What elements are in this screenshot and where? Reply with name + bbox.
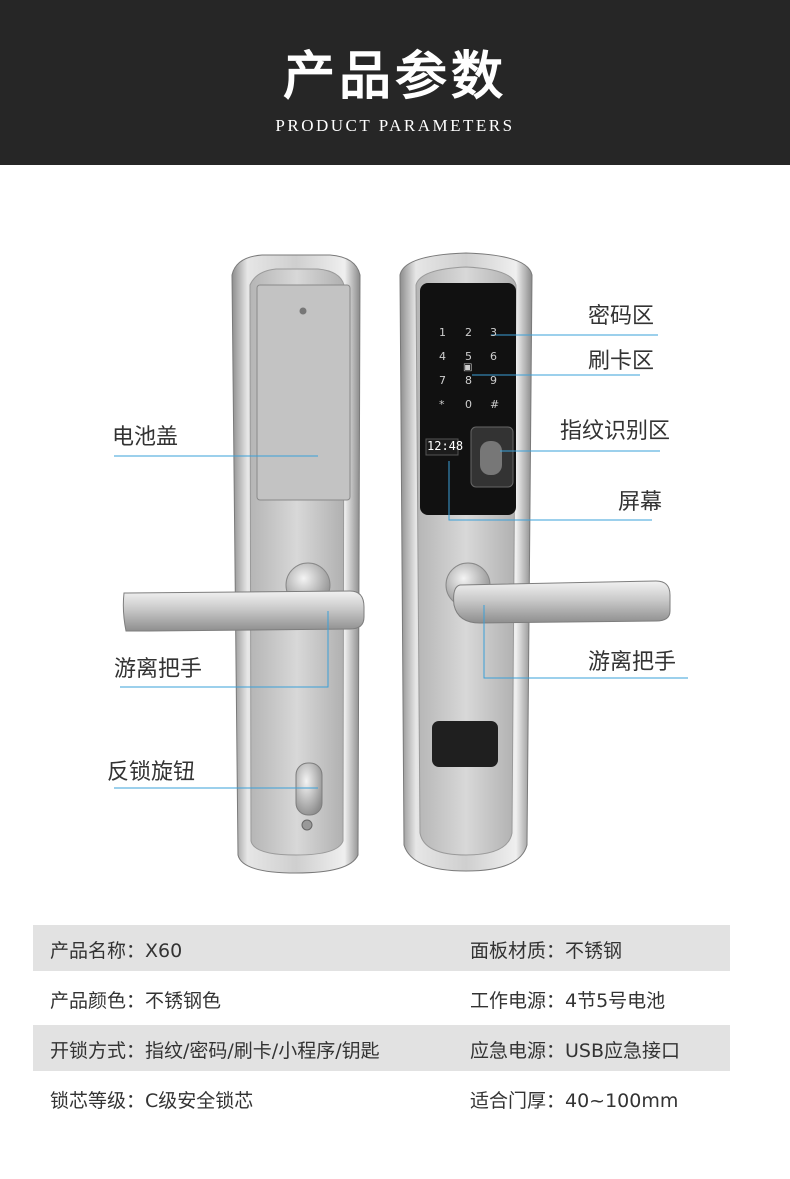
spec-panel-material: 面板材质：不锈钢 [470, 940, 623, 962]
outer-lock-body [399, 252, 671, 872]
callout-knob: 反锁旋钮 [107, 760, 196, 785]
spec-color: 产品颜色：不锈钢色 [50, 990, 222, 1012]
card-reader-icon: ▣ [463, 362, 473, 373]
spec-emergency-power: 应急电源：USB应急接口 [470, 1040, 681, 1062]
page-subtitle: PRODUCT PARAMETERS [275, 116, 515, 135]
spec-unlock-methods: 开锁方式：指纹/密码/刷卡/小程序/钥匙 [50, 1040, 380, 1062]
key-6: 6 [490, 350, 497, 363]
callout-handle-right: 游离把手 [588, 650, 677, 675]
lock-screen-time: 12:48 [427, 439, 464, 453]
page-header: 产品参数 PRODUCT PARAMETERS [0, 0, 790, 165]
callout-handle-left: 游离把手 [114, 657, 203, 682]
spec-table: 产品名称：X60 面板材质：不锈钢 产品颜色：不锈钢色 工作电源：4节5号电池 … [33, 925, 730, 1125]
product-illustration: 12:48 1 2 3 4 5 6 7 8 9 * 0 # ▣ 密码区 刷卡区 … [0, 165, 790, 915]
key-7: 7 [439, 374, 446, 387]
spec-row: 产品名称：X60 面板材质：不锈钢 [33, 925, 730, 971]
deadbolt-knob [295, 762, 323, 816]
callout-screen: 屏幕 [618, 490, 663, 515]
key-4: 4 [439, 350, 446, 363]
spec-row: 锁芯等级：C级安全锁芯 适合门厚：40~100mm [33, 1075, 730, 1121]
callout-lines [114, 334, 688, 789]
key-2: 2 [465, 326, 472, 339]
callout-fingerprint: 指纹识别区 [560, 419, 671, 444]
key-5: 5 [465, 350, 472, 363]
lock-drawing [114, 252, 688, 874]
spec-door-thickness: 适合门厚：40~100mm [470, 1090, 679, 1112]
screw-icon-bottom [301, 819, 313, 831]
callout-card: 刷卡区 [588, 349, 655, 374]
spec-row: 开锁方式：指纹/密码/刷卡/小程序/钥匙 应急电源：USB应急接口 [33, 1025, 730, 1071]
screw-icon [299, 307, 307, 315]
inner-handle [122, 590, 365, 632]
key-1: 1 [439, 326, 446, 339]
key-star: * [439, 398, 445, 411]
spec-cylinder-grade: 锁芯等级：C级安全锁芯 [50, 1090, 254, 1112]
spec-power: 工作电源：4节5号电池 [470, 990, 666, 1012]
key-0: 0 [465, 398, 472, 411]
spec-product-name: 产品名称：X60 [50, 940, 183, 962]
key-8: 8 [465, 374, 472, 387]
callout-battery-cover: 电池盖 [112, 425, 179, 450]
key-9: 9 [490, 374, 497, 387]
key-cylinder-cover [432, 721, 498, 767]
key-3: 3 [490, 326, 497, 339]
outer-handle [453, 580, 671, 624]
spec-row: 产品颜色：不锈钢色 工作电源：4节5号电池 [33, 975, 730, 1021]
key-hash: # [490, 398, 500, 411]
battery-cover [256, 284, 351, 501]
page-title: 产品参数 [282, 47, 507, 107]
callout-keypad: 密码区 [588, 304, 655, 329]
inner-lock-body [122, 254, 365, 874]
